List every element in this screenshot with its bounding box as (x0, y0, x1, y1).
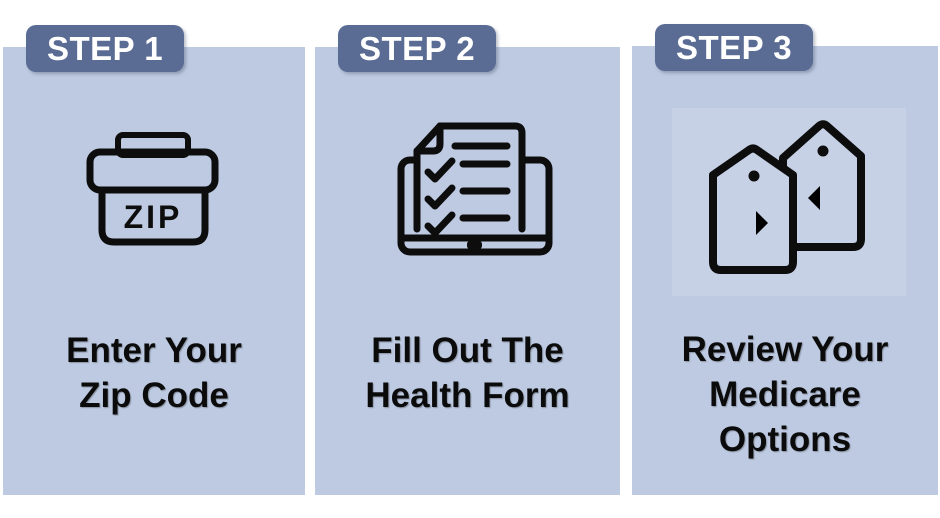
step-3-badge: STEP 3 (655, 24, 814, 71)
step-1-title-line-1: Enter Your (66, 331, 242, 370)
compare-tags-icon (672, 108, 906, 296)
step-3-card: STEP 3 Review Your Medicare Options (632, 24, 938, 495)
back-tag (779, 120, 865, 251)
step-3-title-line-3: Options (718, 420, 852, 459)
health-form-checklist-monitor-icon (397, 122, 553, 256)
step-2-title: Fill Out The Health Form (315, 328, 620, 418)
checkmarks (424, 157, 456, 237)
zip-box-lid (86, 148, 219, 194)
step-2-title-line-1: Fill Out The (371, 331, 564, 370)
step-1-card: STEP 1 ZIP Enter Your Zip Code (3, 25, 305, 495)
zip-box-body (98, 186, 209, 246)
step-1-title: Enter Your Zip Code (3, 328, 305, 418)
front-tag (709, 144, 797, 274)
step-2-card: STEP 2 (315, 25, 620, 495)
step-1-badge: STEP 1 (26, 25, 185, 72)
step-2-title-line-2: Health Form (365, 376, 570, 415)
checklist-document (413, 122, 526, 233)
zip-box-icon: ZIP (86, 132, 219, 246)
step-3-title-line-1: Review Your (681, 330, 889, 369)
step-3-title-line-2: Medicare (709, 375, 861, 414)
arrow-right-icon (756, 211, 768, 235)
step-3-title: Review Your Medicare Options (632, 327, 938, 462)
step-2-badge: STEP 2 (338, 25, 497, 72)
arrow-left-icon (808, 186, 820, 210)
step-1-title-line-2: Zip Code (79, 376, 229, 415)
checklist-lines (451, 142, 511, 222)
zip-label: ZIP (124, 199, 183, 235)
